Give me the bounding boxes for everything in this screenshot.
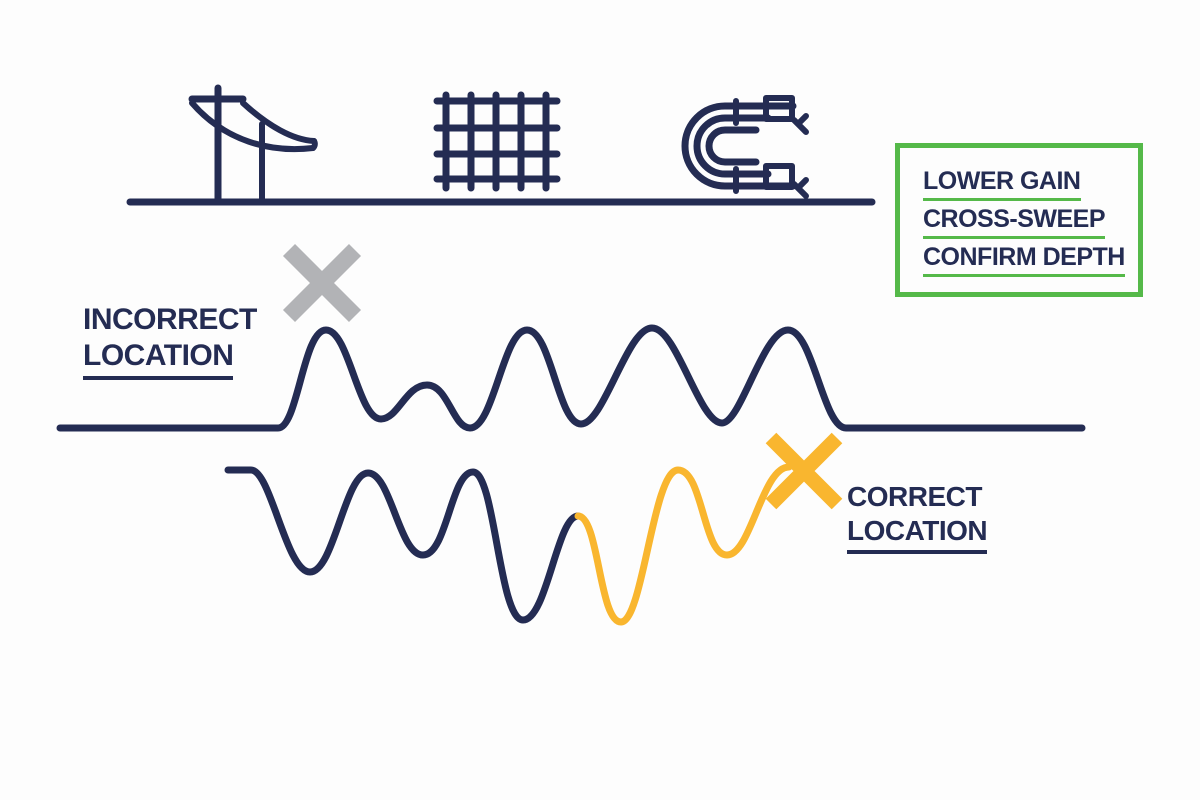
power-pole-icon <box>188 84 318 204</box>
incorrect-label-line2: LOCATION <box>83 338 234 380</box>
conduit-bend-icon <box>681 95 809 199</box>
correct-location-label: CORRECT LOCATION <box>847 480 988 554</box>
tip-lower-gain: LOWER GAIN <box>923 167 1081 201</box>
correct-label-line2: LOCATION <box>847 514 988 554</box>
incorrect-label-line1: INCORRECT <box>83 303 257 336</box>
incorrect-waveform <box>56 324 1086 432</box>
correct-waveform-navy-segment <box>224 466 582 624</box>
tip-item: LOWER GAIN <box>923 167 1138 201</box>
correct-label-line1: CORRECT <box>847 481 982 512</box>
incorrect-x-mark <box>282 243 362 323</box>
tip-confirm-depth: CONFIRM DEPTH <box>923 243 1125 277</box>
tip-cross-sweep: CROSS-SWEEP <box>923 205 1106 239</box>
tips-box: LOWER GAIN CROSS-SWEEP CONFIRM DEPTH <box>895 143 1143 297</box>
correct-x-mark <box>765 432 843 510</box>
tips-box-content: LOWER GAIN CROSS-SWEEP CONFIRM DEPTH <box>900 148 1138 277</box>
correct-waveform <box>224 463 793 626</box>
tip-item: CROSS-SWEEP <box>923 205 1138 239</box>
incorrect-location-label: INCORRECT LOCATION <box>83 302 257 380</box>
buried-grid-icon <box>433 91 561 192</box>
tip-item: CONFIRM DEPTH <box>923 243 1138 277</box>
correct-waveform-yellow-segment <box>574 463 793 626</box>
